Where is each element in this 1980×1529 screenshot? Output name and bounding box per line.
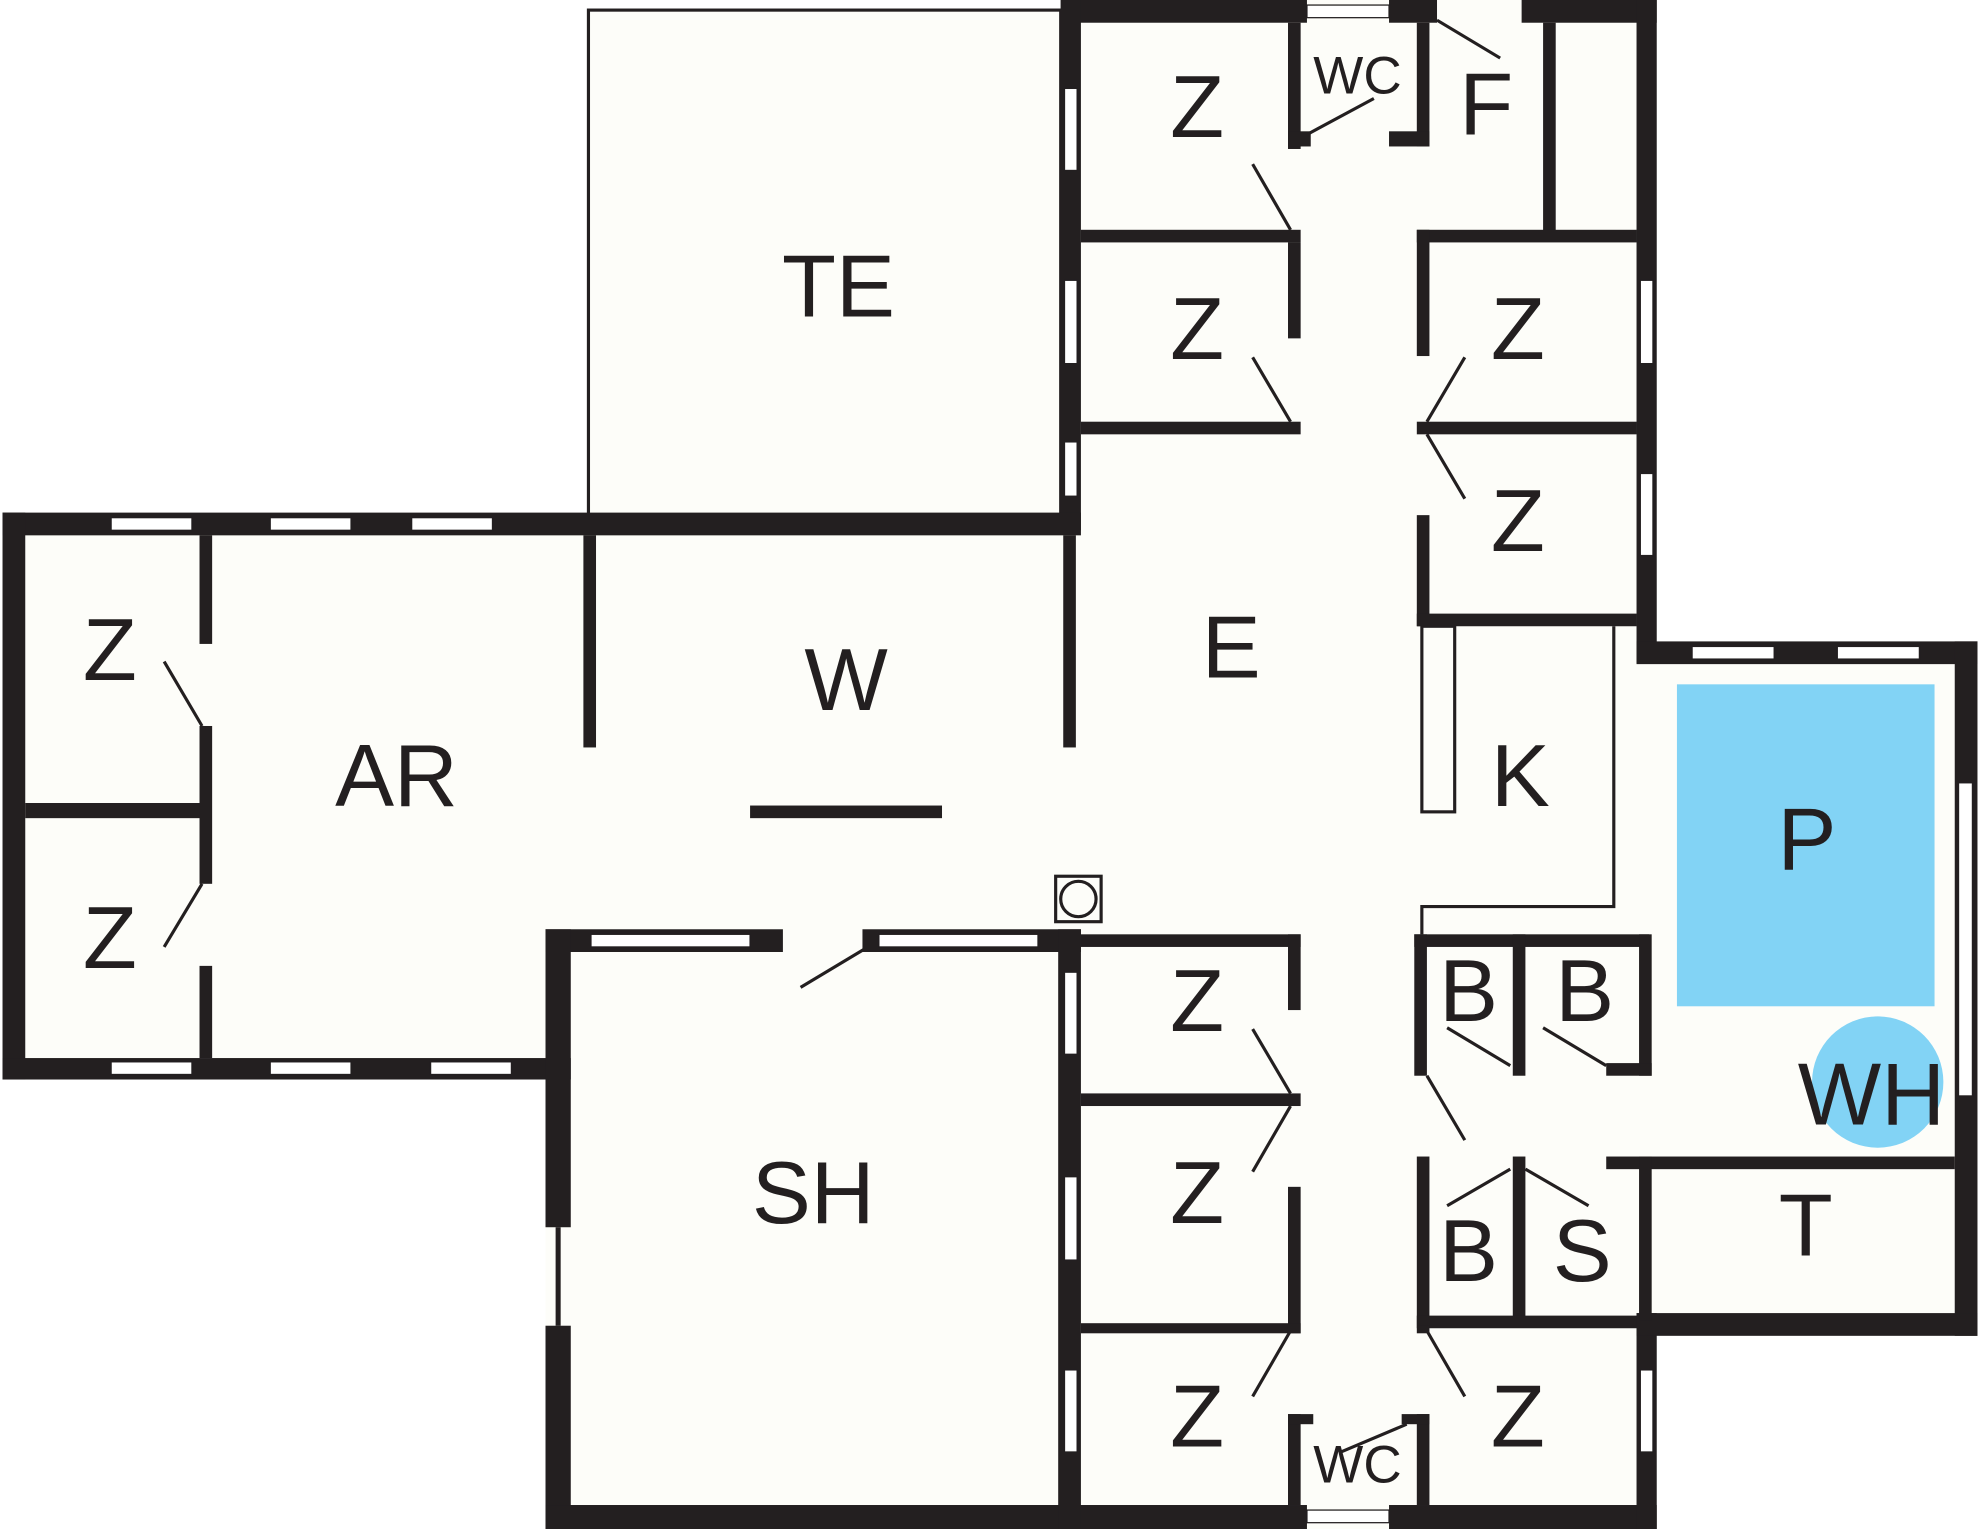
room-label-ar: AR	[335, 726, 458, 825]
room-label-z: Z	[1170, 279, 1224, 378]
room-label-z: Z	[1170, 951, 1224, 1050]
room-label-k: K	[1491, 726, 1550, 825]
windows	[110, 4, 1974, 1524]
room-label-z: Z	[1491, 279, 1545, 378]
room-label-b: B	[1439, 941, 1498, 1040]
door-swings	[162, 18, 1608, 1454]
room-label-wc: WC	[1313, 1435, 1401, 1494]
room-label-sh: SH	[752, 1143, 875, 1242]
room-label-w: W	[804, 630, 888, 729]
room-label-wh: WH	[1798, 1044, 1945, 1143]
room-label-f: F	[1459, 54, 1513, 153]
room-label-z: Z	[1491, 471, 1545, 570]
room-label-z: Z	[1170, 1143, 1224, 1242]
room-label-z: Z	[1170, 57, 1224, 156]
pool	[1676, 684, 1935, 1007]
chimney-symbol	[1054, 874, 1103, 924]
whirlpool	[1812, 1016, 1944, 1148]
room-label-z: Z	[1170, 1366, 1224, 1465]
room-label-s: S	[1553, 1201, 1612, 1300]
room-label-t: T	[1779, 1176, 1833, 1275]
room-label-te: TE	[782, 236, 895, 335]
room-label-e: E	[1202, 597, 1261, 696]
room-label-wc: WC	[1313, 47, 1401, 106]
room-label-p: P	[1778, 789, 1837, 888]
room-label-z: Z	[83, 888, 137, 987]
room-label-z: Z	[1491, 1366, 1545, 1465]
room-label-z: Z	[83, 600, 137, 699]
room-label-b: B	[1555, 941, 1614, 1040]
room-label-b: B	[1439, 1201, 1498, 1300]
